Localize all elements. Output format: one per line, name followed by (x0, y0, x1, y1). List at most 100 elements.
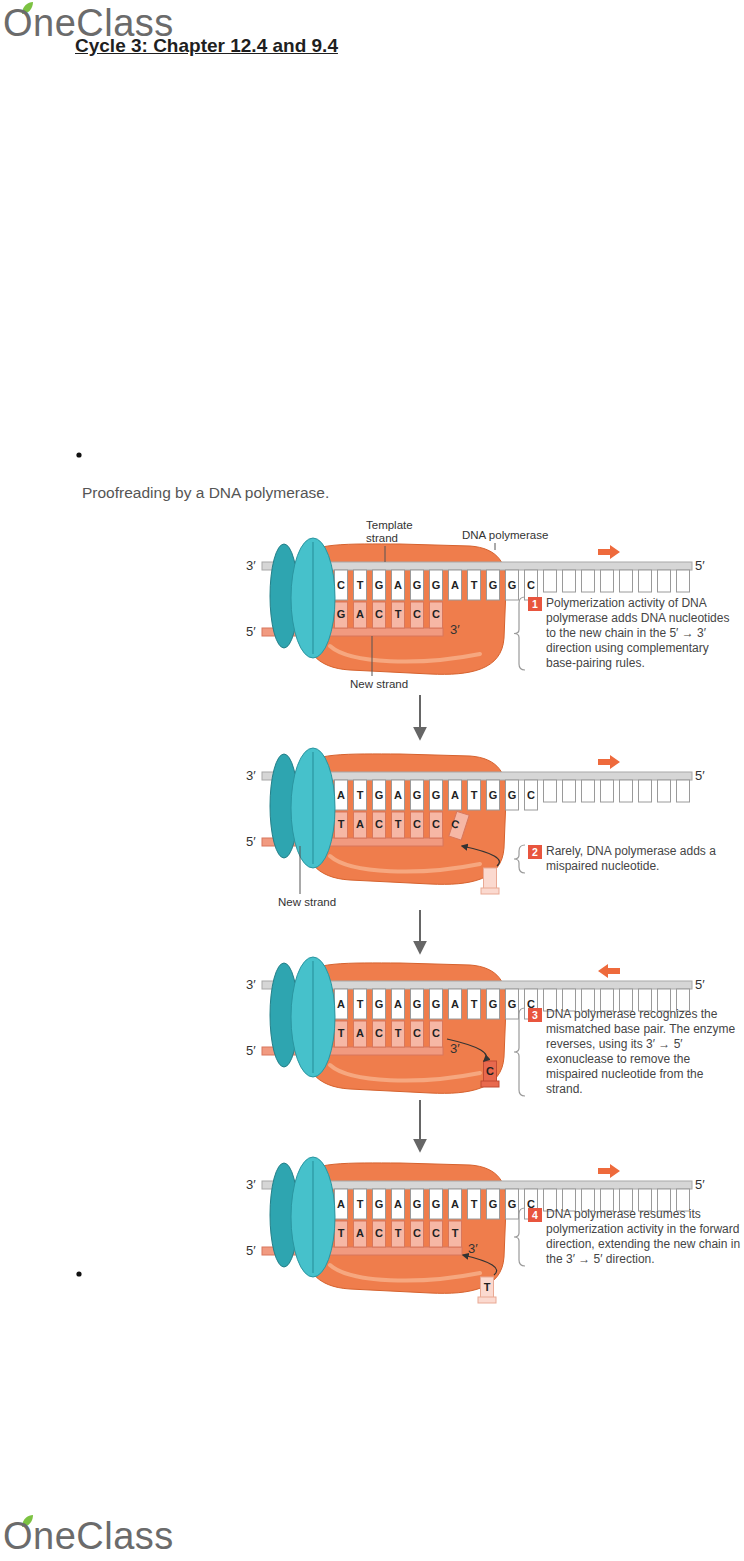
base-letter: G (505, 999, 519, 1010)
base-letter: C (524, 580, 538, 591)
template-base (392, 780, 405, 810)
base-letter: T (467, 790, 481, 801)
template-base (392, 570, 405, 600)
new-strand-base (430, 1221, 443, 1247)
step-description: Polymerization activity of DNA polymeras… (546, 596, 742, 671)
base-letter: C (410, 819, 424, 830)
new-strand-base (430, 1021, 443, 1047)
new-strand-base (392, 812, 405, 838)
step-callout: 4DNA polymerase resumes its polymerizati… (528, 1207, 742, 1267)
strand-end-label: 3′ (246, 1178, 256, 1191)
polymerase-highlight (330, 646, 480, 662)
template-base (658, 780, 671, 802)
step-callout: 1Polymerization activity of DNA polymera… (528, 596, 742, 671)
bracket (514, 1208, 525, 1266)
figure-caption: Proofreading by a DNA polymerase. (82, 484, 329, 502)
clamp-detail (312, 1161, 313, 1273)
template-base (658, 570, 671, 592)
template-base (544, 570, 557, 592)
step-description: Rarely, DNA polymerase adds a mispaired … (546, 844, 742, 874)
strand-end-label: 3′ (468, 1242, 478, 1255)
leader-line (495, 543, 496, 550)
sliding-clamp (291, 957, 335, 1077)
template-base (639, 780, 652, 802)
new-strand-base (411, 1221, 424, 1247)
base-letter: A (334, 790, 348, 801)
base-letter: G (410, 790, 424, 801)
base-letter: G (372, 790, 386, 801)
direction-arrow (598, 964, 620, 978)
template-base (468, 780, 481, 810)
base-letter: G (486, 999, 500, 1010)
base-letter: C (410, 1228, 424, 1239)
new-strand-base (335, 1221, 348, 1247)
template-base (506, 780, 519, 810)
movement-arrow (462, 846, 499, 866)
leader-line (300, 846, 301, 894)
base-letter: G (372, 999, 386, 1010)
base-letter: A (448, 1199, 462, 1210)
base-letter: T (391, 819, 405, 830)
brand-logo: OneClass (3, 1517, 174, 1555)
template-base (487, 780, 500, 810)
callout-number: 3 (528, 1008, 542, 1022)
bullet (76, 452, 81, 457)
base-letter: G (429, 790, 443, 801)
base-letter: C (372, 819, 386, 830)
free-nucleotide-sugar (478, 1297, 496, 1303)
template-base (430, 780, 443, 810)
template-base (392, 989, 405, 1019)
base-letter: A (448, 790, 462, 801)
template-base (354, 989, 367, 1019)
direction-arrow (598, 755, 620, 769)
sliding-clamp (291, 1157, 335, 1277)
base-letter: G (429, 1199, 443, 1210)
base-letter: G (505, 790, 519, 801)
template-base (601, 780, 614, 802)
template-base (468, 1189, 481, 1219)
template-base (449, 1189, 462, 1219)
base-letter: G (372, 1199, 386, 1210)
free-nucleotide (484, 868, 497, 890)
free-nucleotide (484, 1061, 497, 1083)
strand-end-label: 3′ (450, 623, 460, 636)
template-base (354, 1189, 367, 1219)
base-letter: G (429, 999, 443, 1010)
new-strand-base (335, 812, 348, 838)
template-base (506, 989, 519, 1019)
sliding-clamp (291, 748, 335, 868)
clamp-detail (312, 542, 313, 654)
template-base (335, 780, 348, 810)
strand-end-label: 5′ (695, 978, 705, 991)
base-letter: C (372, 609, 386, 620)
template-base (392, 1189, 405, 1219)
base-letter: A (448, 999, 462, 1010)
free-nucleotide-sugar (481, 888, 499, 894)
template-base (449, 989, 462, 1019)
step-callout: 2Rarely, DNA polymerase adds a mispaired… (528, 844, 742, 874)
strand-end-label: 3′ (246, 559, 256, 572)
template-base (677, 780, 690, 802)
leader-line (372, 636, 373, 676)
template-base (582, 780, 595, 802)
base-letter: T (334, 1228, 348, 1239)
base-letter: A (334, 1199, 348, 1210)
direction-arrow (598, 1164, 620, 1178)
new-strand-base (335, 602, 348, 628)
base-letter: C (429, 1028, 443, 1039)
base-letter: G (429, 580, 443, 591)
polymerase-highlight (330, 1265, 480, 1281)
part-label: DNA polymerase (462, 529, 548, 542)
new-strand-base (373, 1221, 386, 1247)
part-label: New strand (278, 896, 336, 909)
template-base (468, 989, 481, 1019)
strand-end-label: 5′ (246, 625, 256, 638)
new-strand-base (411, 812, 424, 838)
part-label: Template strand (366, 519, 418, 545)
callout-number: 4 (528, 1208, 542, 1222)
strand-end-label: 5′ (695, 1178, 705, 1191)
strand-end-label: 5′ (246, 1044, 256, 1057)
base-letter: G (410, 999, 424, 1010)
base-letter: G (505, 580, 519, 591)
template-base (677, 570, 690, 592)
